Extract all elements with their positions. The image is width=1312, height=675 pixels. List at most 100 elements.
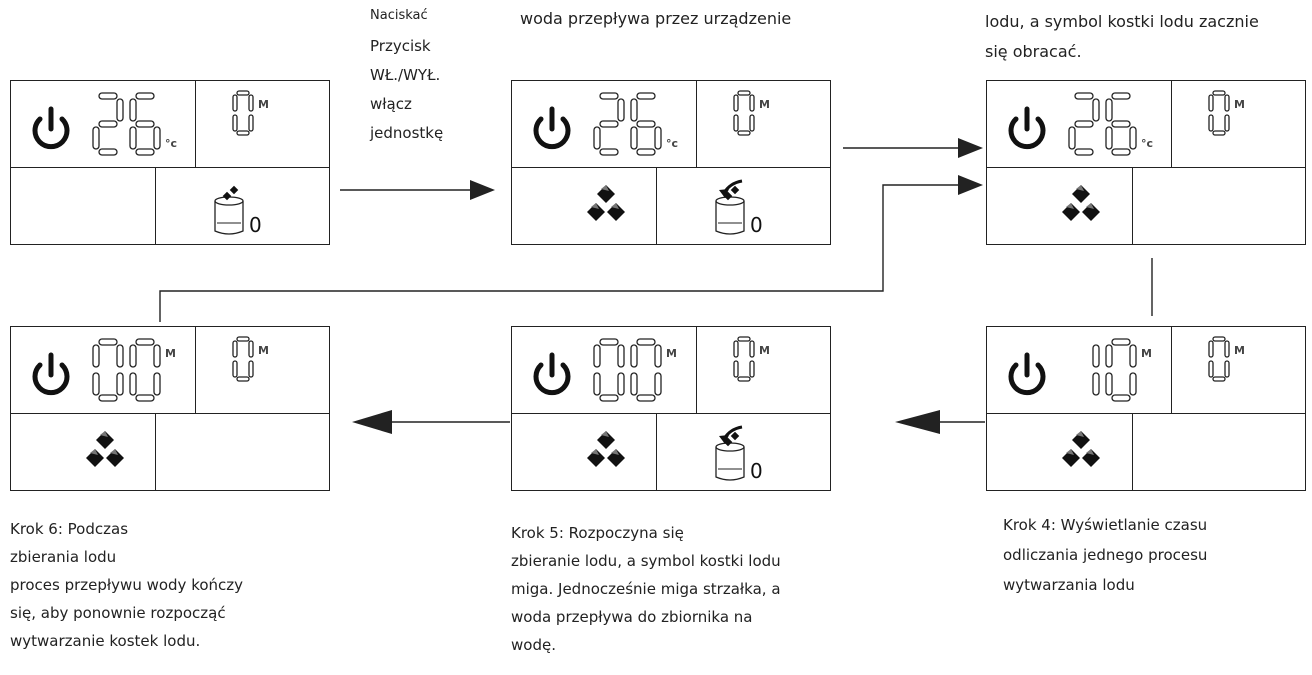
instruction-line: jednostkę [370, 124, 444, 142]
digit-segment [1208, 94, 1214, 112]
bucket-value: 0 [249, 213, 262, 237]
power-icon [1008, 352, 1046, 396]
panel-divider [512, 167, 830, 169]
panel-divider [656, 167, 658, 244]
step3-caption-line: się obracać. [985, 42, 1082, 61]
button-instruction: Naciskać Przycisk WŁ./WYŁ. włącz jednost… [370, 6, 510, 143]
digit-segment [236, 376, 250, 382]
step2-caption-line: woda przepływa przez urządzenie [520, 9, 792, 28]
power-icon [533, 106, 571, 150]
caption-line: woda przepływa do zbiornika na [511, 608, 753, 626]
digit-segment [135, 120, 155, 128]
digit-segment [636, 120, 656, 128]
digit-segment [129, 344, 137, 368]
digit-segment [135, 148, 155, 156]
ice-bucket-icon: 0 [214, 185, 262, 237]
panel-divider [155, 167, 157, 244]
small-digit-unit: M [1234, 98, 1245, 111]
digit-segment [737, 376, 751, 382]
small-digit [733, 90, 755, 136]
ice-bucket-icon: 0 [715, 425, 763, 483]
panel-divider [696, 327, 698, 413]
big-digit [1092, 344, 1100, 396]
panel-divider [696, 81, 698, 167]
digit-segment [749, 114, 755, 132]
caption-line: Krok 6: Podczas [10, 520, 129, 538]
digit-segment [1224, 340, 1230, 358]
digit-segment [733, 360, 739, 378]
instruction-line: Przycisk [370, 37, 431, 55]
digit-segment [1212, 336, 1226, 342]
digit-segment [1074, 120, 1094, 128]
instruction-line: WŁ./WYŁ. [370, 66, 441, 84]
digit-segment [1212, 90, 1226, 96]
bucket-value: 0 [750, 459, 763, 483]
digit-segment [232, 94, 238, 112]
arrow-head [895, 410, 940, 434]
instruction-line: Naciskać [370, 8, 428, 23]
caption-line: zbierania lodu [10, 548, 117, 566]
digit-segment [593, 372, 601, 396]
small-digit-unit: M [258, 98, 269, 111]
digit-segment [1105, 98, 1113, 122]
digit-segment [1074, 148, 1094, 156]
big-digits-unit: °c [1141, 137, 1153, 150]
flow-arrow-icon [719, 425, 743, 444]
digit-segment [630, 98, 638, 122]
small-digit-unit: M [258, 344, 269, 357]
digit-segment [599, 394, 619, 402]
digit-segment [636, 394, 656, 402]
digit-segment [636, 92, 656, 100]
digit-segment [630, 372, 638, 396]
digit-segment [749, 360, 755, 378]
digit-segment [129, 98, 137, 122]
digit-segment [135, 394, 155, 402]
digit-segment [1212, 130, 1226, 136]
big-digits-unit: °c [666, 137, 678, 150]
panel-divider [155, 413, 157, 490]
arrow-head [470, 180, 495, 200]
digit-segment [1111, 120, 1131, 128]
digit-segment [599, 338, 619, 346]
digit-segment [599, 120, 619, 128]
caption-line: się, aby ponownie rozpocząć [10, 604, 226, 622]
digit-segment [617, 344, 625, 368]
digit-segment [593, 126, 601, 150]
big-digit [92, 338, 124, 402]
digit-segment [236, 336, 250, 342]
digit-segment [129, 126, 137, 150]
digit-segment [636, 338, 656, 346]
digit-segment [737, 90, 751, 96]
step3-caption-line: lodu, a symbol kostki lodu zacznie [985, 12, 1259, 31]
digit-segment [1208, 114, 1214, 132]
small-digit [1208, 90, 1230, 136]
panel-display: °cM0 [32, 90, 269, 237]
digit-segment [593, 344, 601, 368]
digit-segment [236, 130, 250, 136]
digit-segment [1111, 148, 1131, 156]
digit-segment [232, 114, 238, 132]
digit-segment [1129, 126, 1137, 150]
bucket-value: 0 [750, 213, 763, 237]
caption-line: proces przepływu wody kończy [10, 576, 244, 594]
digit-segment [135, 92, 155, 100]
digit-segment [98, 120, 118, 128]
digit-segment [1111, 92, 1131, 100]
digit-segment [1092, 344, 1100, 368]
digit-segment [749, 340, 755, 358]
digit-segment [654, 372, 662, 396]
digit-segment [92, 126, 100, 150]
power-icon [1008, 106, 1046, 150]
big-digits-unit: M [1141, 347, 1152, 360]
step6-caption: Krok 6: Podczas zbierania lodu proces pr… [10, 515, 330, 655]
digit-segment [599, 148, 619, 156]
digit-segment [1208, 340, 1214, 358]
panel-divider [1171, 327, 1173, 413]
power-icon [32, 106, 70, 150]
digit-segment [733, 340, 739, 358]
digit-segment [1111, 338, 1131, 346]
